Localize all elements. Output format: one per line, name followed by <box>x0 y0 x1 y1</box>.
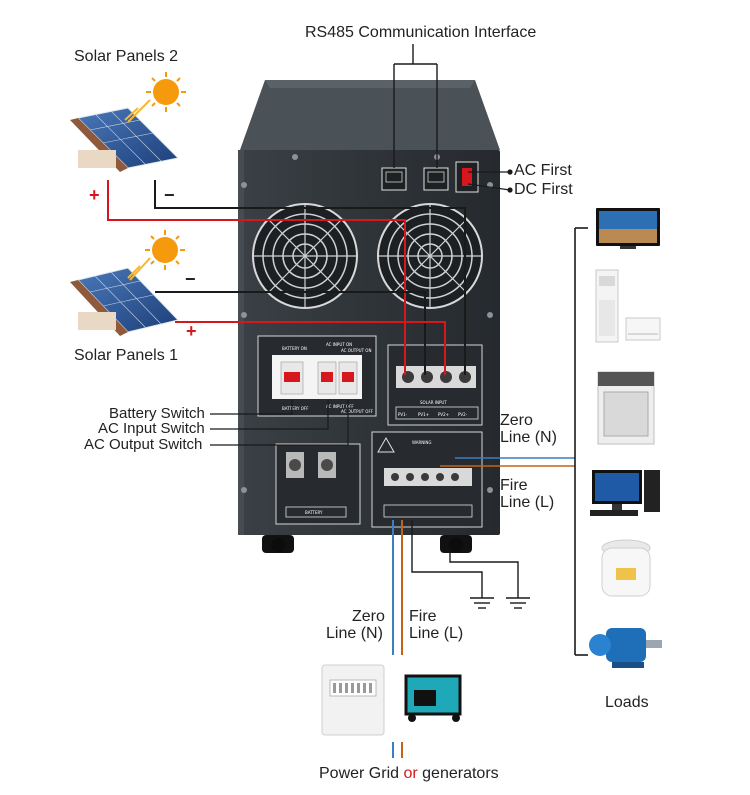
load-wiring <box>440 227 588 656</box>
sun-icon <box>145 230 185 270</box>
switch-pointers <box>210 400 349 446</box>
cooling-fan-left <box>252 203 358 309</box>
desktop-computer-icon <box>590 470 660 516</box>
fire-line-bottom-label-2: Line (L) <box>409 625 464 642</box>
solar-panels-1-label: Solar Panels 1 <box>74 347 179 364</box>
ac-input-off-text: AC INPUT OFF <box>326 404 354 409</box>
minus-marker-panel-1: − <box>185 269 196 289</box>
ac-output-switch-label: AC Output Switch <box>84 436 203 453</box>
solar-input-terminals: SOLAR INPUT PV1- PV1+ PV2+ PV2- <box>387 344 483 426</box>
pv2-minus-text: PV2- <box>458 412 468 417</box>
pv1-plus-text: PV1+ <box>418 412 429 417</box>
solar-panel-2 <box>70 107 180 172</box>
power-grid-text: Power Grid <box>319 765 404 782</box>
zero-line-bottom-label: Zero <box>352 608 385 625</box>
ac-output-off-text: AC OUTPUT OFF <box>341 409 374 414</box>
fire-line-bottom-label: Fire <box>409 608 437 625</box>
mode-select-switch[interactable] <box>455 161 479 193</box>
battery-on-text: BATTERY ON <box>282 346 307 351</box>
plus-marker-panel-1: + <box>186 321 197 341</box>
warning-text: WARNING <box>412 440 432 445</box>
mode-switch-pointers <box>467 169 513 193</box>
electric-motor-icon <box>589 628 662 668</box>
tv-icon <box>596 208 660 249</box>
battery-terminals: BATTERY <box>275 443 361 525</box>
washing-machine-icon <box>597 371 655 445</box>
sun-rays <box>124 99 151 123</box>
rs485-label: RS485 Communication Interface <box>305 24 537 41</box>
solar-input-text: SOLAR INPUT <box>420 400 447 405</box>
ac-output-on-text: AC OUTPUT ON <box>341 348 371 353</box>
distribution-box-icon <box>321 664 385 736</box>
solar-panel-1 <box>70 267 179 336</box>
ac-terminals: WARNING <box>371 431 483 528</box>
loads-label: Loads <box>605 694 649 711</box>
grid-wiring <box>392 520 403 758</box>
ac-input-on-text: AC INPUT ON <box>326 342 352 347</box>
pv1-minus-text: PV1- <box>398 412 408 417</box>
breaker-panel: BATTERY ON AC INPUT ON AC OUTPUT ON BATT… <box>257 335 377 417</box>
battery-text: BATTERY <box>305 510 323 515</box>
dc-first-label: DC First <box>514 181 573 198</box>
zero-line-right-label-2: Line (N) <box>500 429 557 446</box>
battery-off-text: BATTERY OFF <box>282 406 309 411</box>
zero-line-right-label: Zero <box>500 412 533 429</box>
solar-panels-2-label: Solar Panels 2 <box>74 48 179 65</box>
rs485-connector-lines <box>393 44 438 168</box>
generator-icon <box>404 674 462 722</box>
sun-rays <box>127 257 151 281</box>
solar-wiring <box>107 180 466 375</box>
rice-cooker-icon <box>601 539 651 597</box>
ground-wiring <box>411 520 530 609</box>
plus-marker-panel-2: + <box>89 185 100 205</box>
generators-text: generators <box>417 765 499 782</box>
zero-line-bottom-label-2: Line (N) <box>326 625 383 642</box>
air-conditioner-icon <box>595 269 661 343</box>
rs485-ports[interactable] <box>381 167 449 191</box>
battery-switch-label: Battery Switch <box>109 405 205 422</box>
ac-first-label: AC First <box>514 162 572 179</box>
power-grid-caption: Power Grid or generators <box>319 765 499 783</box>
sun-icon <box>146 72 186 112</box>
fire-line-right-label-2: Line (L) <box>500 494 555 511</box>
or-text: or <box>403 765 418 782</box>
ac-input-switch-label: AC Input Switch <box>98 420 205 437</box>
fire-line-right-label: Fire <box>500 477 528 494</box>
pv2-plus-text: PV2+ <box>438 412 449 417</box>
minus-marker-panel-2: − <box>164 185 175 205</box>
